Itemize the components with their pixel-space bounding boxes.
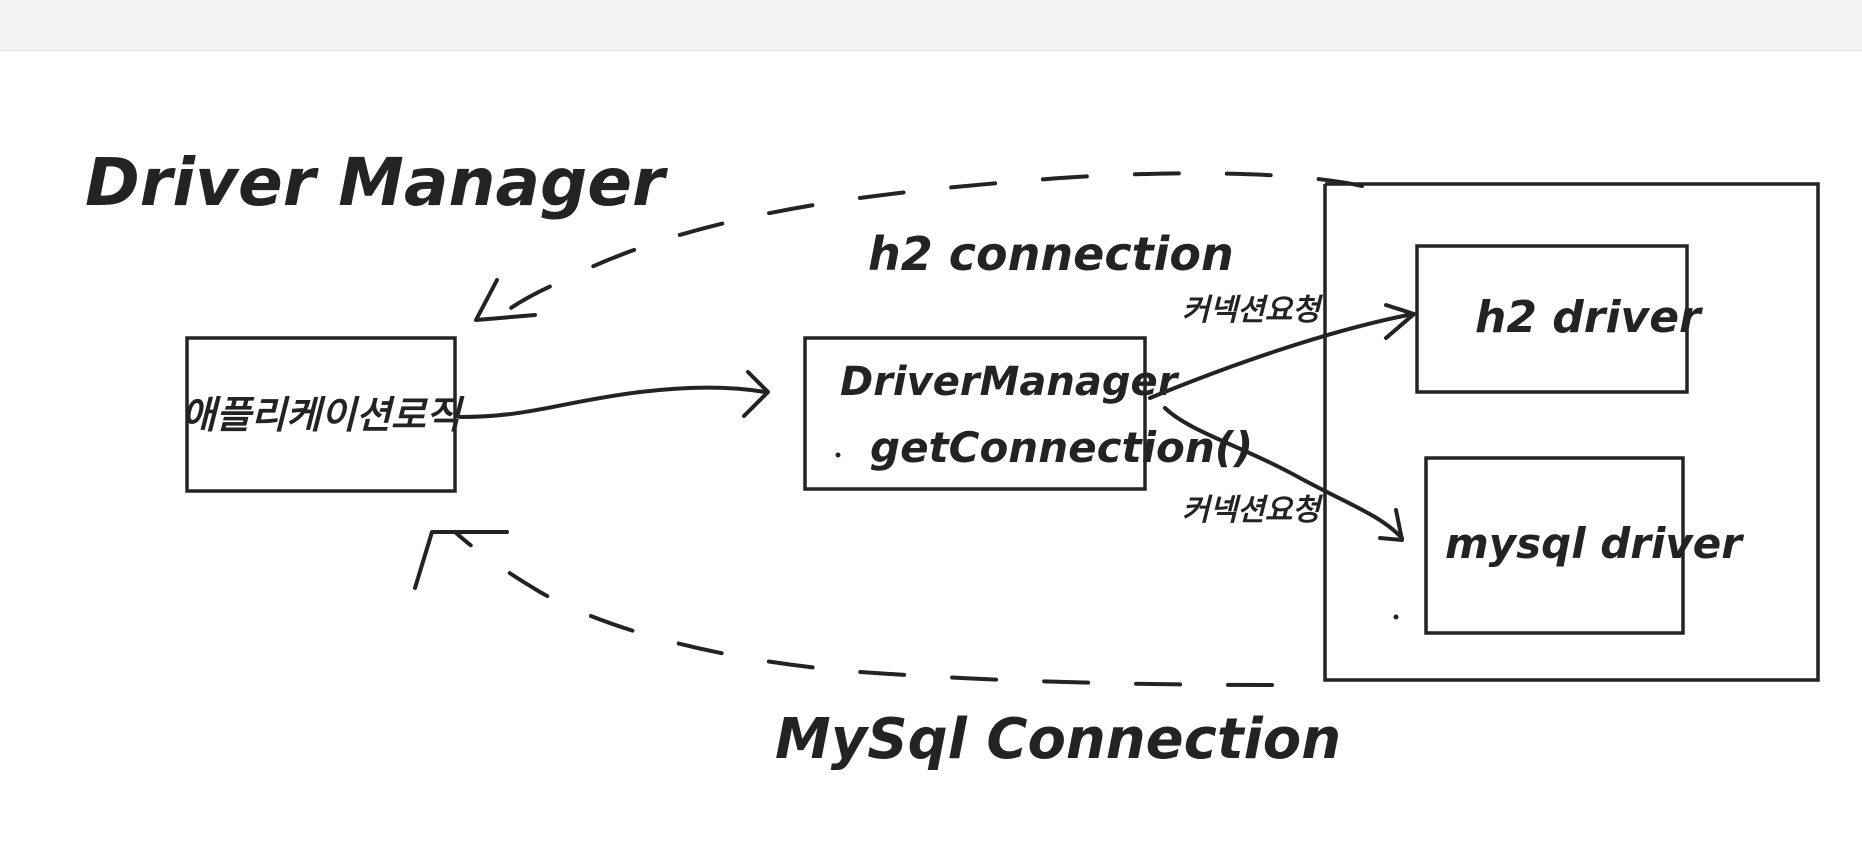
- stray-dot: [1393, 614, 1399, 620]
- mysql-connection-arrowhead: [413, 530, 509, 590]
- driver-manager-box: [803, 336, 1147, 491]
- request-label-top: 커넥션요청: [1182, 293, 1323, 328]
- h2-driver-label: h2 driver: [1475, 292, 1703, 343]
- request-arrow-mysql: [1163, 406, 1404, 540]
- request-arrowhead-h2: [1384, 303, 1416, 340]
- h2-connection-label: h2 connection: [868, 227, 1234, 281]
- mysql-connection-label: MySql Connection: [775, 707, 1341, 772]
- mysql-driver-box: [1424, 456, 1685, 635]
- request-arrow-h2: [1148, 312, 1415, 400]
- top-toolbar: [0, 0, 1862, 51]
- call-arrow: [458, 385, 767, 419]
- get-connection-label: getConnection(): [870, 423, 1253, 472]
- stray-dot: [835, 452, 841, 458]
- app-logic-box: [185, 336, 457, 493]
- drivers-container: [1323, 182, 1820, 682]
- request-label-bottom: 커넥션요청: [1182, 493, 1323, 528]
- diagram-title: Driver Manager: [85, 144, 668, 221]
- h2-connection-arrowhead: [474, 278, 537, 322]
- driver-manager-label: DriverManager: [840, 359, 1180, 405]
- mysql-driver-label: mysql driver: [1445, 519, 1744, 568]
- mysql-connection-return: [453, 530, 1274, 687]
- call-arrowhead: [742, 370, 770, 418]
- app-logic-label: 애플리케이션로직: [181, 393, 465, 437]
- h2-driver-box: [1415, 244, 1689, 394]
- request-arrowhead-mysql: [1378, 508, 1404, 542]
- h2-connection-return: [503, 171, 1364, 314]
